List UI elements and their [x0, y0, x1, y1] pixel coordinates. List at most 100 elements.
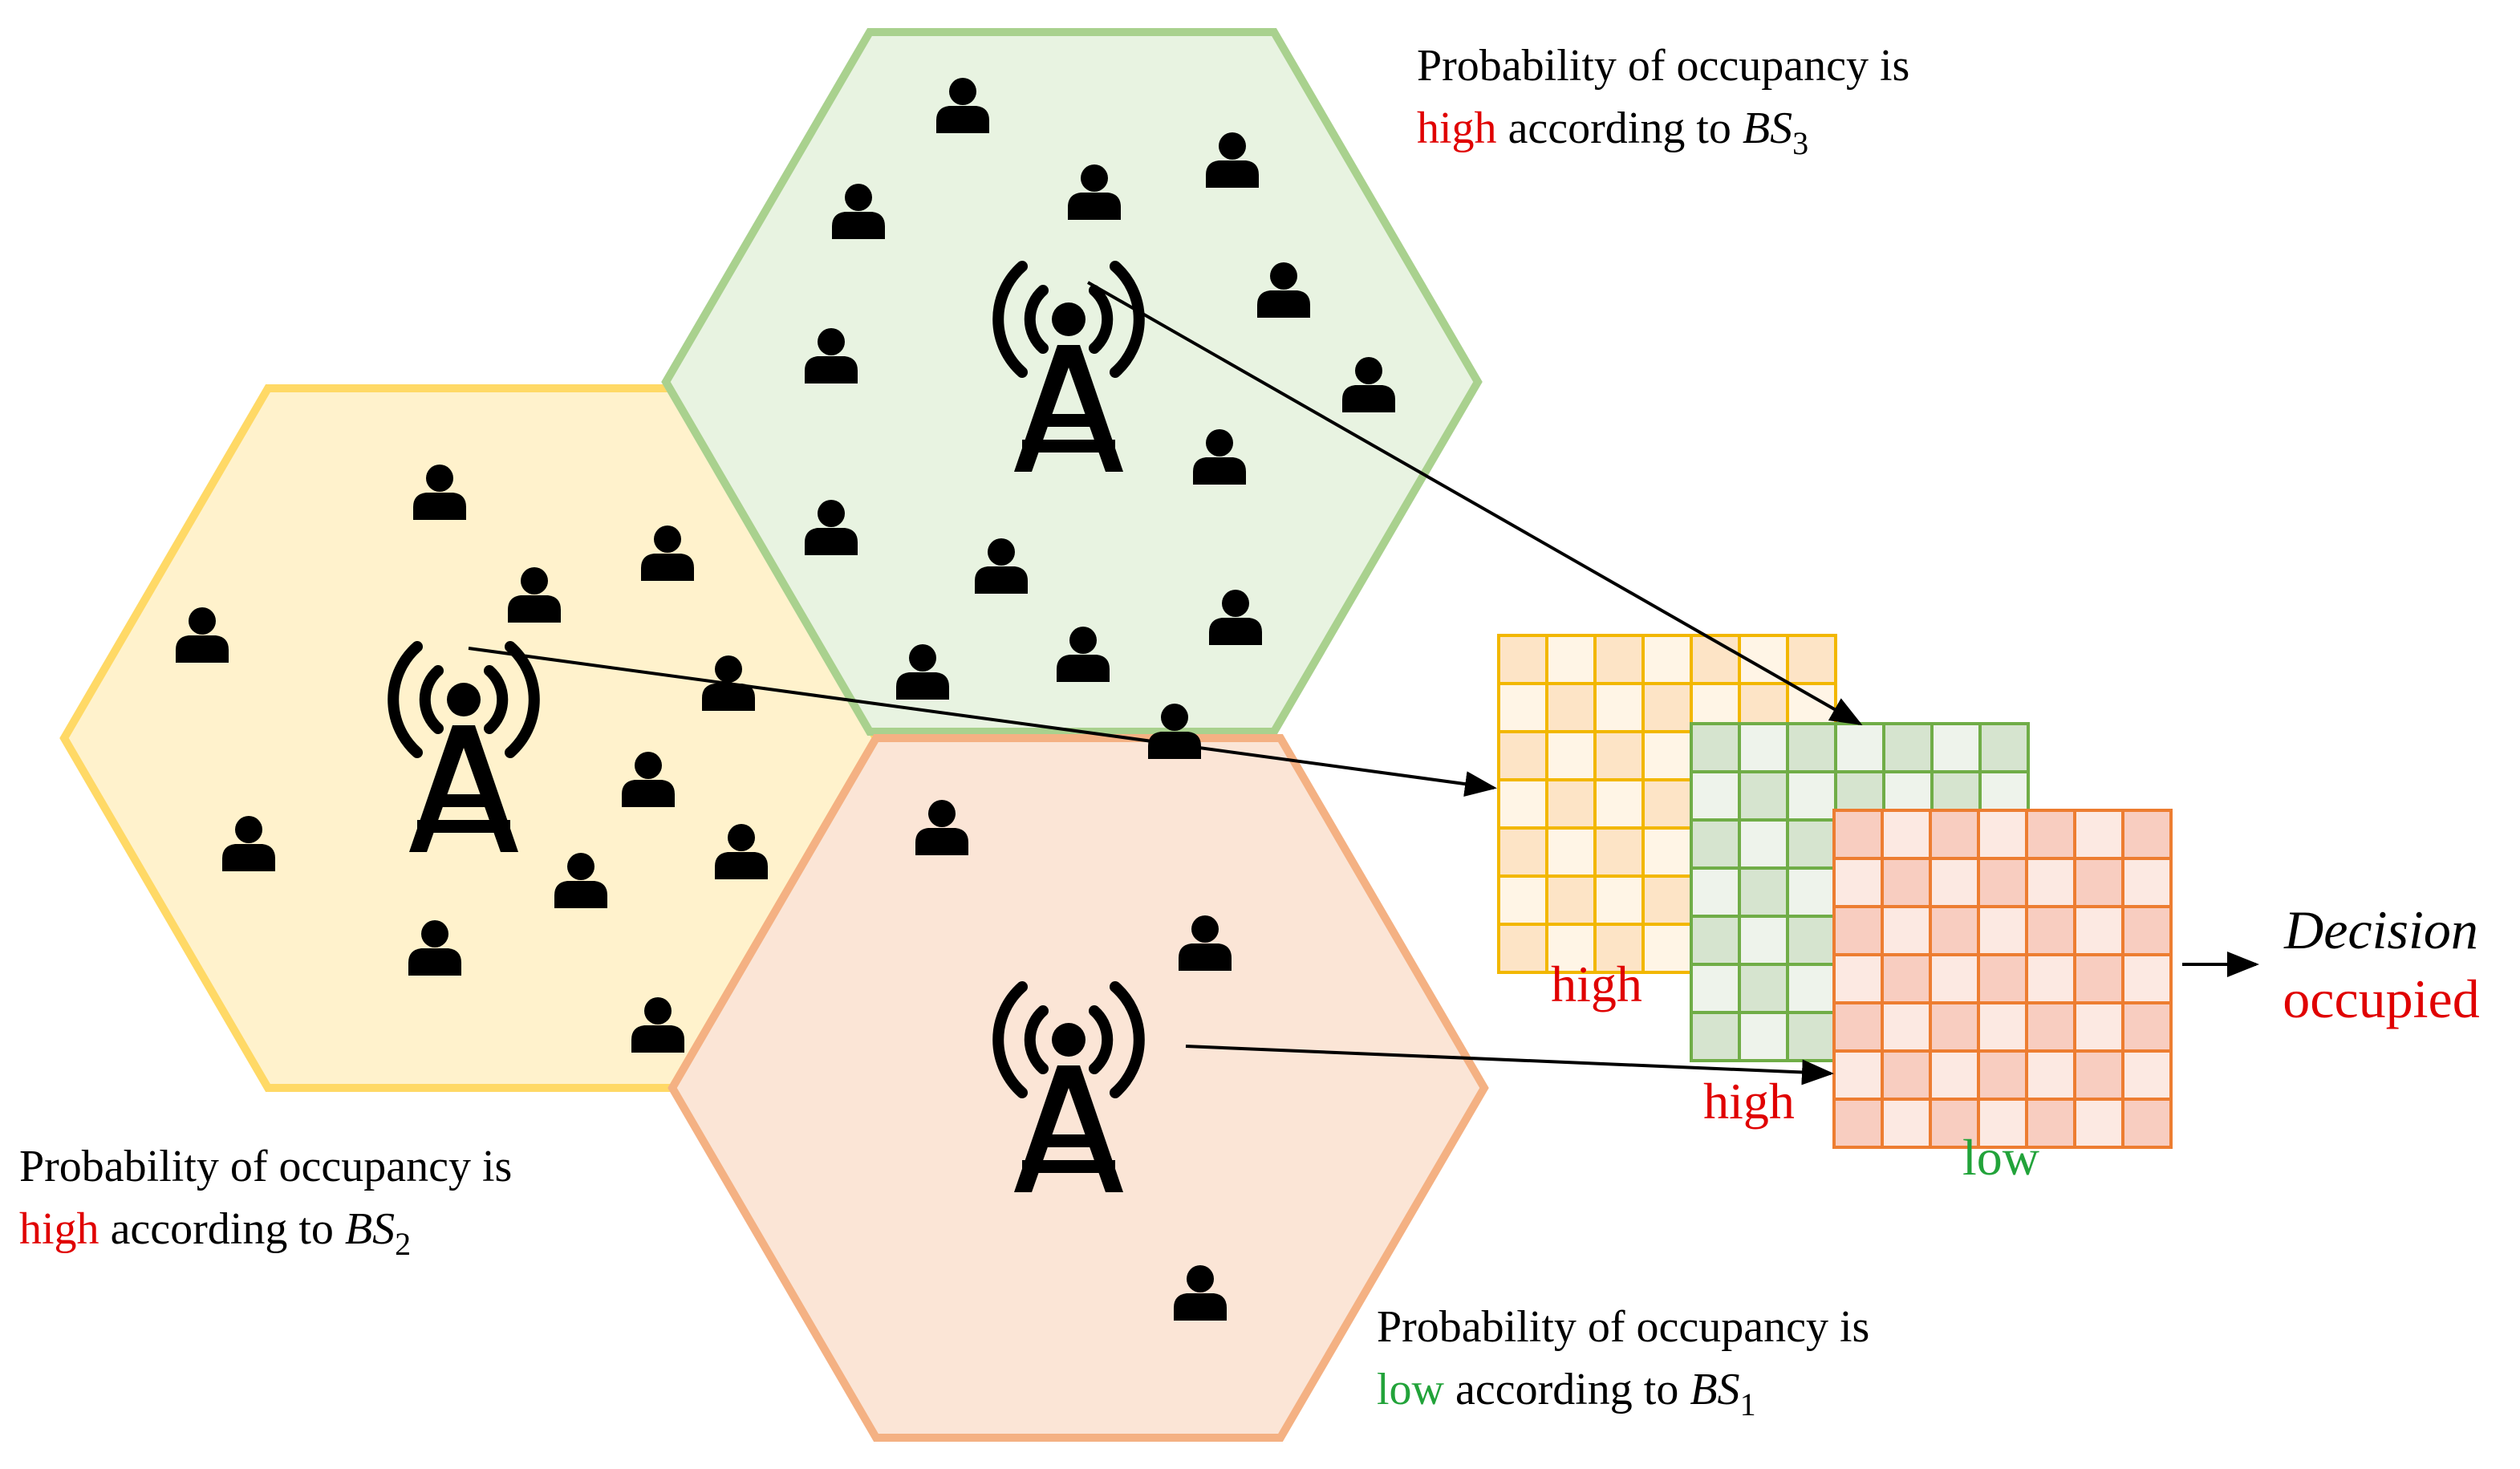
grid-cell	[1641, 778, 1693, 830]
grid-cell	[1786, 818, 1837, 870]
grid-cell	[1738, 866, 1789, 918]
grid-cell	[2025, 1001, 2076, 1053]
caption-bs1: Probability of occupancy is low accordin…	[1377, 1302, 1869, 1422]
grid-cell	[2073, 1049, 2124, 1101]
grid-cell	[1977, 905, 2028, 956]
grid-cell	[1690, 866, 1741, 918]
grid-cell	[1497, 923, 1548, 974]
grid-cell	[1930, 722, 1982, 773]
grid-cell	[2073, 809, 2124, 860]
arrow-icon	[468, 647, 1497, 797]
grid-cell	[1786, 915, 1837, 966]
caption-line: low according to BS1	[1377, 1365, 1756, 1422]
grid-cell	[1545, 826, 1597, 878]
grid-cell	[1977, 857, 2028, 908]
grid-cell	[1929, 857, 1980, 908]
caption-line: Probability of occupancy is	[19, 1142, 512, 1191]
decision-value: occupied	[2283, 968, 2479, 1029]
caption-bs3: Probability of occupancy is high accordi…	[1417, 41, 1909, 161]
grid-cell	[2073, 953, 2124, 1004]
grid-cell	[2121, 905, 2173, 956]
grid-cell	[1929, 1049, 1980, 1101]
grid-label-bs3: low	[1962, 1129, 2039, 1186]
grid-cell	[1977, 1001, 2028, 1053]
grid-cell	[1929, 809, 1980, 860]
grid-cell	[1545, 682, 1597, 733]
grid-cell	[1593, 730, 1645, 781]
grid-cell	[1978, 722, 2030, 773]
grid-cell	[1497, 778, 1548, 830]
grid-cell	[1881, 1049, 1932, 1101]
grid-cell	[1738, 818, 1789, 870]
grid-cell	[1786, 1011, 1837, 1062]
grid-cell	[1497, 682, 1548, 733]
grid-cell	[1641, 682, 1693, 733]
grid-cell	[2025, 953, 2076, 1004]
grid-cell	[1832, 1001, 1884, 1053]
grid-cell	[1786, 963, 1837, 1014]
caption-line: high according to BS2	[19, 1204, 411, 1262]
grid-cell	[2121, 1098, 2173, 1149]
grid-cell	[1690, 818, 1741, 870]
grid-cell	[1832, 1049, 1884, 1101]
grid-cell	[1738, 963, 1789, 1014]
grid-cell	[1786, 770, 1837, 822]
grid-cell	[1738, 722, 1789, 773]
caption-line: Probability of occupancy is	[1417, 41, 1909, 91]
grid-cell	[1881, 905, 1932, 956]
grid-cell	[1786, 634, 1837, 685]
grid-cell	[1690, 963, 1741, 1014]
grid-cell	[1545, 778, 1597, 830]
grid-cell	[1690, 770, 1741, 822]
grid-cell	[2073, 905, 2124, 956]
caption-bs2: Probability of occupancy is high accordi…	[19, 1142, 512, 1262]
decision-title: Decision	[2283, 899, 2478, 960]
grid-cell	[1832, 1098, 1884, 1149]
grid-label-bs2: high	[1551, 956, 1642, 1012]
grid-cell	[1738, 770, 1789, 822]
grid-cell	[2073, 1001, 2124, 1053]
grid-cell	[1497, 875, 1548, 926]
grid-cell	[1593, 634, 1645, 685]
grid-cell	[1593, 826, 1645, 878]
grid-cell	[1929, 953, 1980, 1004]
cell-bs3	[661, 28, 1483, 736]
grid-cell	[1497, 730, 1548, 781]
grid-cell	[1690, 722, 1741, 773]
grid-cell	[2121, 1049, 2173, 1101]
grid-label-bs1: high	[1703, 1073, 1795, 1130]
grid-cell	[1641, 634, 1693, 685]
grid-cell	[1641, 923, 1693, 974]
grid-cell	[1832, 857, 1884, 908]
grid-cell	[1738, 915, 1789, 966]
grid-cell	[1977, 953, 2028, 1004]
grid-cell	[2025, 1098, 2076, 1149]
grid-cell	[2073, 1098, 2124, 1149]
grid-cell	[1929, 1098, 1980, 1149]
grid-cell	[2025, 857, 2076, 908]
grid-cell	[1690, 915, 1741, 966]
grid-cell	[1690, 1011, 1741, 1062]
grid-cell	[1738, 1011, 1789, 1062]
grid-cell	[1929, 905, 1980, 956]
grid-cell	[1881, 809, 1932, 860]
grid-cell	[1497, 826, 1548, 878]
grid-cell	[1832, 905, 1884, 956]
arrow-icon	[1087, 281, 1863, 725]
grid-cell	[1786, 866, 1837, 918]
grid-cell	[1786, 722, 1837, 773]
grid-cell	[1641, 826, 1693, 878]
grid-cell	[1641, 730, 1693, 781]
grid-cell	[1593, 682, 1645, 733]
grid-cell	[1497, 634, 1548, 685]
grid-cell	[2121, 1001, 2173, 1053]
grid-cell	[1882, 722, 1934, 773]
caption-line: high according to BS3	[1417, 103, 1808, 161]
grid-cell	[1977, 1049, 2028, 1101]
grid-cell	[1832, 809, 1884, 860]
grid-cell	[2121, 809, 2173, 860]
grid-cell	[2073, 857, 2124, 908]
grid-cell	[2121, 857, 2173, 908]
grid-cell	[2121, 953, 2173, 1004]
